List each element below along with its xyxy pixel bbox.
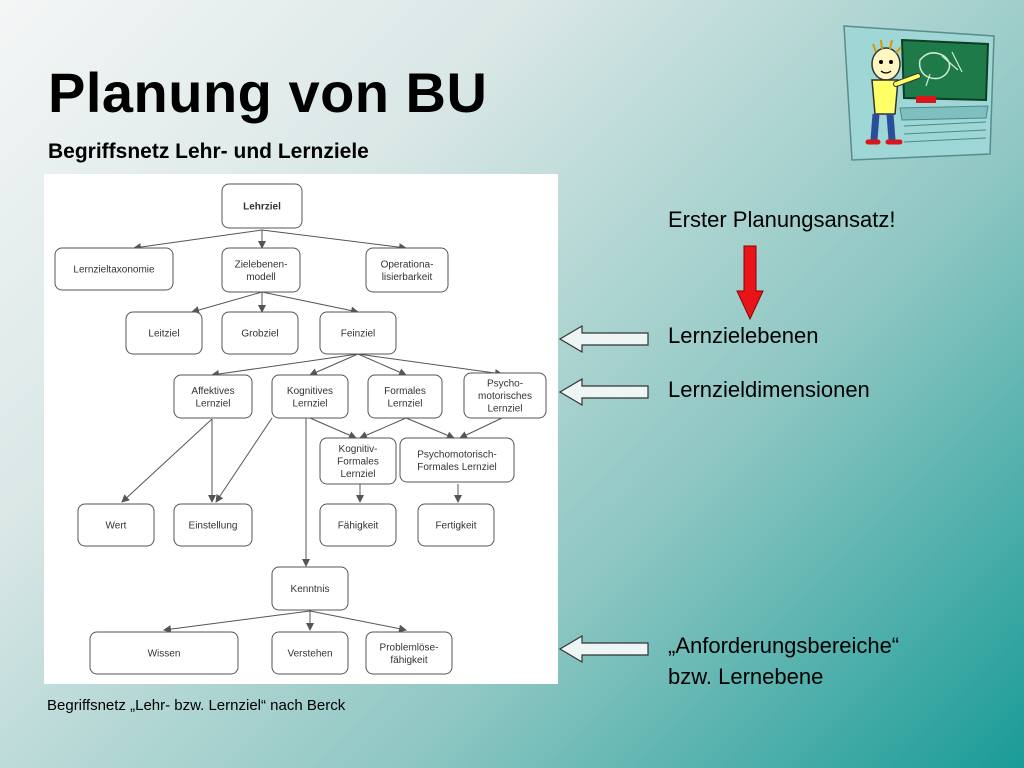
- node-lernzieltaxonomie: Lernzieltaxonomie: [54, 247, 174, 291]
- node-zielebenenmodell: Zielebenen-modell: [221, 247, 301, 293]
- node-box: [271, 631, 349, 675]
- node-label: Psycho-: [487, 379, 523, 390]
- lernzieldimensionen-label: Lernzieldimensionen: [668, 377, 870, 402]
- node-label: Wissen: [148, 649, 181, 660]
- node-box: [221, 183, 303, 229]
- node-label: Feinziel: [341, 329, 375, 340]
- node-kenntnis: Kenntnis: [271, 566, 349, 611]
- node-box: [221, 311, 299, 355]
- figure-caption: Begriffsnetz „Lehr- bzw. Lernziel“ nach …: [47, 697, 346, 714]
- erster-planungsansatz-label: Erster Planungsansatz!: [668, 207, 896, 232]
- node-label: Problemlöse-: [380, 642, 439, 653]
- node-box: [221, 247, 301, 293]
- node-label: Formales: [384, 386, 426, 397]
- node-leitziel: Leitziel: [125, 311, 203, 355]
- node-fertigkeit: Fertigkeit: [417, 503, 495, 547]
- node-label: Psychomotorisch-: [417, 449, 496, 460]
- slide-subtitle: Begriffsnetz Lehr- und Lernziele: [48, 140, 369, 163]
- anforderungsbereiche-label: „Anforderungsbereiche“ bzw. Lernebene: [668, 630, 899, 692]
- node-label: Leitziel: [148, 329, 179, 340]
- node-box: [399, 437, 515, 483]
- slide-title: Planung von BU: [48, 61, 488, 124]
- node-box: [173, 374, 253, 419]
- node-box: [77, 503, 155, 547]
- node-box: [125, 311, 203, 355]
- node-box: [319, 503, 397, 547]
- node-label: Lernziel: [340, 469, 375, 480]
- node-label: Formales Lernziel: [417, 462, 496, 473]
- node-label: Lernziel: [292, 398, 327, 409]
- node-label: Lernziel: [195, 398, 230, 409]
- node-label: Kognitives: [287, 386, 333, 397]
- node-operationalisierbarkeit: Operationa-lisierbarkeit: [365, 247, 449, 293]
- node-label: Operationa-: [381, 259, 434, 270]
- anforderungsbereiche-line1: „Anforderungsbereiche“: [668, 633, 900, 658]
- node-box: [365, 631, 453, 675]
- node-box: [54, 247, 174, 291]
- red-down-arrow-icon: [736, 245, 764, 321]
- node-label: fähigkeit: [390, 655, 427, 666]
- node-label: Kognitiv-: [339, 444, 378, 455]
- node-label: Lernzieltaxonomie: [73, 265, 155, 276]
- node-problemloese: Problemlöse-fähigkeit: [365, 631, 453, 675]
- node-lehrziel: Lehrziel: [221, 183, 303, 229]
- node-box: [417, 503, 495, 547]
- node-box: [271, 374, 349, 419]
- node-label: Formales: [337, 457, 379, 468]
- diagram-edges: [121, 229, 503, 634]
- node-box: [271, 566, 349, 611]
- node-label: Fertigkeit: [435, 521, 476, 532]
- node-label: Einstellung: [189, 521, 238, 532]
- node-label: Affektives: [191, 386, 234, 397]
- node-feinziel: Feinziel: [319, 311, 397, 355]
- node-box: [89, 631, 239, 675]
- node-wissen: Wissen: [89, 631, 239, 675]
- node-label: Lernziel: [487, 404, 522, 415]
- node-box: [367, 374, 443, 419]
- hollow-left-arrow-icon: [558, 377, 649, 407]
- node-label: Verstehen: [287, 649, 332, 660]
- node-box: [463, 372, 547, 419]
- node-label: lisierbarkeit: [382, 272, 433, 283]
- lernzielebenen-label: Lernzielebenen: [668, 323, 819, 348]
- teacher-at-blackboard-icon: [843, 25, 995, 161]
- hollow-left-arrow-icon: [558, 324, 649, 354]
- node-label: Zielebenen-: [235, 259, 288, 270]
- node-box: [173, 503, 253, 547]
- node-label: Wert: [106, 521, 127, 532]
- node-label: Lernziel: [387, 398, 422, 409]
- node-label: Lehrziel: [243, 202, 281, 213]
- node-label: motorisches: [478, 391, 532, 402]
- node-wert: Wert: [77, 503, 155, 547]
- node-label: Fähigkeit: [338, 521, 379, 532]
- node-faehigkeit: Fähigkeit: [319, 503, 397, 547]
- anforderungsbereiche-line2: bzw. Lernebene: [668, 664, 824, 689]
- node-verstehen: Verstehen: [271, 631, 349, 675]
- node-box: [319, 311, 397, 355]
- node-psychomotorisch-formales: Psychomotorisch- Formales Lernziel: [399, 437, 515, 483]
- node-label: Grobziel: [241, 329, 278, 340]
- node-grobziel: Grobziel: [221, 311, 299, 355]
- node-label: modell: [246, 272, 275, 283]
- node-box: [319, 437, 397, 485]
- node-label: Kenntnis: [291, 584, 330, 595]
- node-einstellung: Einstellung: [173, 503, 253, 547]
- hollow-left-arrow-icon: [558, 634, 649, 664]
- node-box: [365, 247, 449, 293]
